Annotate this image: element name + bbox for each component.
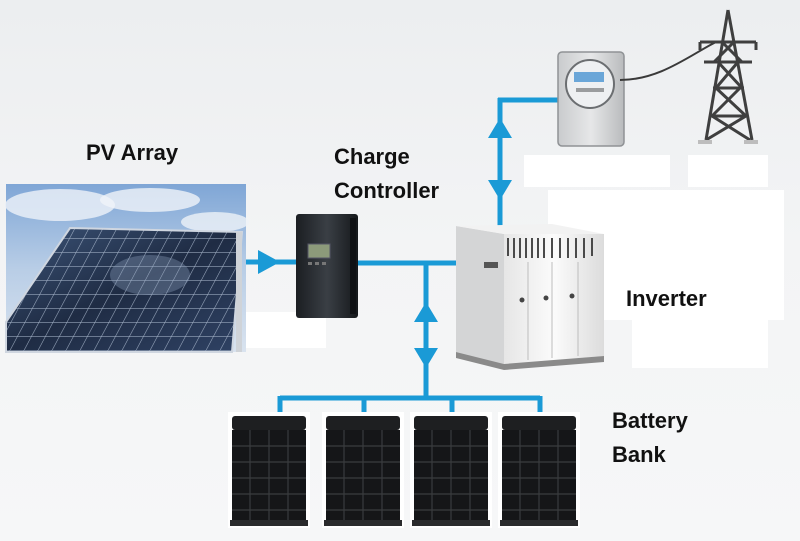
battery-bank-label-line2: Bank [612,442,666,467]
arrow-down-icon [414,348,438,368]
arrow-up-icon [414,302,438,322]
arrow-right-icon [258,250,280,274]
utility-meter-icon [557,51,625,147]
inverter-cabinet-icon [456,224,604,370]
charge-controller-label-line1: Charge [334,144,410,169]
arrow-up-icon [488,118,512,138]
battery-icon [322,412,404,528]
battery-icon [228,412,310,528]
flow-lines [246,97,560,414]
transmission-tower-icon [698,9,758,144]
battery-icon [498,412,580,528]
battery-bank-label-line1: Battery [612,408,688,433]
inverter-label: Inverter [626,286,707,311]
flow-arrows [258,118,512,368]
background-patch [524,155,670,187]
charge-controller-label-line2: Controller [334,178,440,203]
charge-controller-icon [296,214,358,318]
battery-icon [410,412,492,528]
solar-panel-icon [5,184,249,353]
pv-array-label: PV Array [86,140,179,165]
background-patch [632,318,768,368]
grid-connection-line [619,41,717,81]
battery-bank [228,412,580,528]
arrow-down-icon [488,180,512,200]
background-patch [688,155,768,187]
